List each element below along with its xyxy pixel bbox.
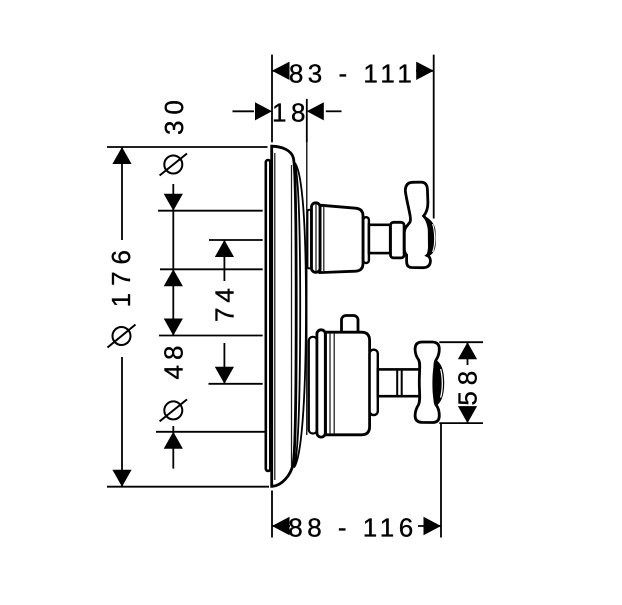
svg-text:58: 58 [452,365,482,406]
svg-text:83 - 111: 83 - 111 [289,59,417,89]
svg-text:74: 74 [210,283,240,322]
svg-text:18: 18 [272,98,310,128]
svg-text:176: 176 [106,243,136,307]
svg-text:88 - 116: 88 - 116 [288,513,417,543]
svg-text:48: 48 [159,341,189,380]
svg-text:30: 30 [159,94,189,135]
